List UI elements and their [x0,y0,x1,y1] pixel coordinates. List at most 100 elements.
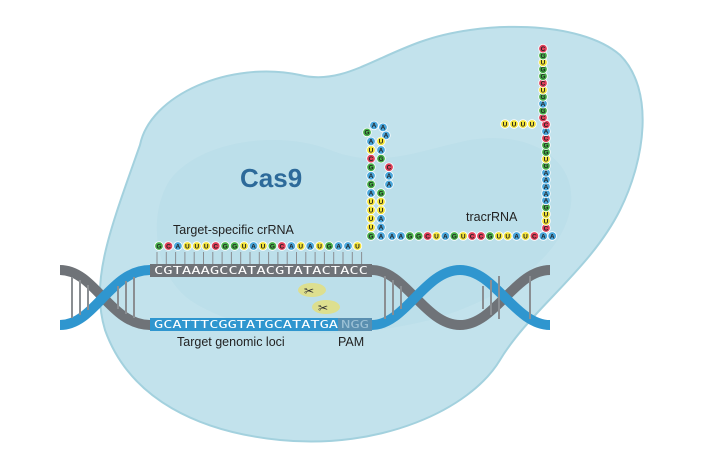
svg-text:G: G [378,156,383,163]
svg-text:U: U [355,243,360,250]
nucleotide-G: G [229,241,240,251]
svg-text:C: C [470,233,475,240]
svg-text:U: U [194,243,199,250]
svg-text:C: C [279,243,284,250]
nucleotide-C: C [529,231,540,241]
svg-text:U: U [512,121,517,128]
nucleotide-A: A [376,231,386,241]
svg-text:A: A [308,243,313,250]
svg-text:A: A [387,182,392,189]
nucleotide-A: A [248,241,259,251]
nucleotide-C: C [163,241,174,251]
svg-text:C: C [387,165,392,172]
svg-text:A: A [399,233,404,240]
genomic-loci-label: Target genomic loci [177,335,285,349]
svg-text:C: C [541,80,546,87]
nucleotide-U: U [366,145,376,155]
scissors-icon: ✂ [318,301,328,315]
svg-text:U: U [503,121,508,128]
nucleotide-A: A [343,241,353,251]
svg-text:A: A [544,170,549,177]
svg-text:G: G [540,67,545,74]
svg-text:G: G [487,233,492,240]
svg-text:A: A [541,101,546,108]
svg-text:A: A [379,225,384,232]
svg-text:U: U [369,225,374,232]
scissors-icon: ✂ [304,284,314,298]
svg-text:A: A [346,243,351,250]
nucleotide-G: G [405,231,415,241]
nucleotide-U: U [494,231,504,241]
bottom-dna-strand [150,318,372,331]
svg-text:U: U [379,208,384,215]
svg-text:U: U [379,139,384,146]
nucleotide-A: A [384,179,394,190]
nucleotide-G: G [376,153,386,164]
nucleotide-A: A [378,122,388,133]
svg-text:G: G [270,243,275,250]
nucleotide-U: U [541,154,551,164]
svg-text:U: U [185,243,190,250]
svg-text:U: U [369,208,374,215]
nucleotide-A: A [376,222,386,233]
nucleotide-U: U [366,214,376,224]
svg-text:C: C [532,233,537,240]
svg-text:U: U [434,233,439,240]
svg-text:C: C [425,233,430,240]
svg-text:G: G [156,243,161,250]
svg-text:A: A [176,243,181,250]
svg-text:U: U [521,121,526,128]
top-cut-site: ✂ [298,283,326,298]
svg-text:U: U [369,216,374,223]
svg-text:A: A [379,147,384,154]
nucleotide-U: U [376,205,386,215]
nucleotide-C: C [476,231,486,241]
svg-text:A: A [544,184,549,191]
nucleotide-U: U [366,222,376,233]
svg-text:C: C [541,46,546,53]
nucleotide-G: G [449,231,460,241]
nucleotide-U: U [376,136,386,147]
cas9-inner-shade [156,138,572,334]
nucleotide-C: C [538,112,548,123]
svg-text:A: A [544,191,549,198]
base-pair-ticks [156,252,363,264]
svg-text:U: U [530,121,535,128]
nucleotide-U: U [296,241,306,251]
svg-text:U: U [242,243,247,250]
svg-text:U: U [544,156,549,163]
nucleotide-A: A [440,231,451,241]
svg-text:A: A [379,216,384,223]
nucleotide-C: C [366,153,376,164]
nucleotide-U: U [239,241,249,251]
svg-text:G: G [540,94,545,101]
nucleotide-U: U [500,119,510,129]
svg-text:U: U [298,243,303,250]
svg-text:G: G [368,182,373,189]
nucleotide-U: U [366,205,376,215]
svg-text:G: G [543,205,548,212]
nucleotide-U: U [541,216,551,226]
svg-text:A: A [541,233,546,240]
nucleotide-U: U [258,241,268,251]
svg-text:A: A [550,233,555,240]
svg-text:G: G [232,243,237,250]
nucleotide-G: G [414,231,424,241]
nucleotide-U: U [458,231,468,241]
svg-text:A: A [544,198,549,205]
nucleotide-C: C [210,241,221,251]
nucleotide-U: U [376,196,386,207]
svg-text:U: U [261,243,266,250]
pam-highlight [338,318,372,331]
svg-text:A: A [381,125,386,132]
svg-text:G: G [223,243,228,250]
nucleotide-U: U [509,119,519,129]
nucleotide-U: U [431,231,442,241]
nucleotide-A: A [333,241,344,251]
nucleotide-G: G [366,231,376,241]
nucleotide-U: U [527,119,537,129]
nucleotide-C: C [384,162,394,172]
svg-text:U: U [544,212,549,219]
bottom-cut-site: ✂ [312,300,340,315]
